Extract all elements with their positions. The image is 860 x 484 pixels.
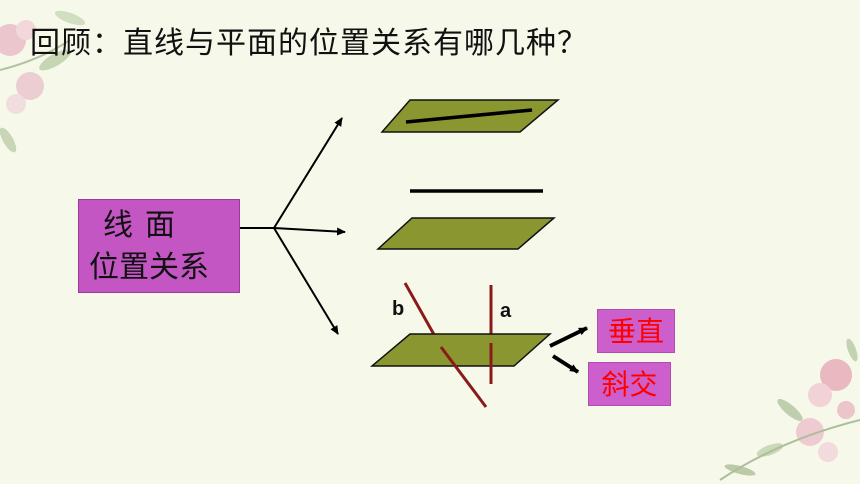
line-plane-relation-box: 线面 位置关系 <box>78 199 240 293</box>
label-line-b: b <box>392 298 405 320</box>
box-line1: 线面 <box>103 208 187 243</box>
line-in-plane <box>405 108 533 124</box>
plane-line-intersect <box>369 333 552 367</box>
arrow-parallel <box>273 117 343 229</box>
plane-line-parallel <box>376 217 557 250</box>
arrow-perpendicular <box>549 326 588 348</box>
page-title: 回顾：直线与平面的位置关系有哪几种？ <box>30 26 588 61</box>
flower-top-left <box>0 10 86 153</box>
arrow-in-plane <box>273 227 346 236</box>
box-line2: 位置关系 <box>89 250 209 285</box>
label-line-a: a <box>500 300 512 322</box>
line-b-lower <box>439 346 488 408</box>
flower-bottom-right <box>719 338 860 481</box>
oblique-box: 斜交 <box>588 362 671 406</box>
perpendicular-box: 垂直 <box>597 309 675 353</box>
arrow-oblique <box>551 354 580 374</box>
arrow-intersect <box>273 227 339 335</box>
